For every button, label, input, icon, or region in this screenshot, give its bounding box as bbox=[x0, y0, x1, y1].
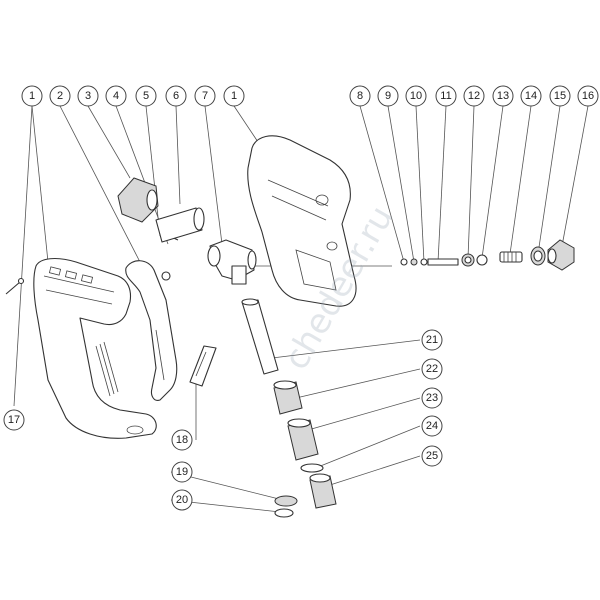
callout-c25: 25 bbox=[421, 445, 443, 467]
callout-label: 12 bbox=[468, 90, 480, 102]
callout-c21: 21 bbox=[421, 329, 443, 351]
trigger-lever bbox=[125, 260, 178, 401]
callout-c20: 20 bbox=[171, 489, 193, 511]
callout-label: 9 bbox=[385, 90, 391, 102]
callout-c10: 10 bbox=[405, 85, 427, 107]
callout-label: 22 bbox=[426, 363, 438, 375]
callout-label: 15 bbox=[554, 90, 566, 102]
callout-label: 3 bbox=[85, 90, 91, 102]
callout-label: 16 bbox=[582, 90, 594, 102]
callout-c19: 19 bbox=[171, 461, 193, 483]
callout-c24: 24 bbox=[421, 415, 443, 437]
callout-label: 17 bbox=[8, 414, 20, 426]
pin-part bbox=[5, 277, 25, 295]
valve-body-part bbox=[207, 239, 257, 285]
callout-c2: 2 bbox=[49, 85, 71, 107]
swivel-part-25 bbox=[309, 473, 337, 509]
callout-label: 10 bbox=[410, 90, 422, 102]
callout-c23: 23 bbox=[421, 387, 443, 409]
callout-c9: 9 bbox=[377, 85, 399, 107]
safety-clip-part bbox=[189, 345, 217, 387]
o-ring-part-20 bbox=[274, 508, 294, 518]
callout-c13: 13 bbox=[492, 85, 514, 107]
callout-c18: 18 bbox=[171, 429, 193, 451]
callout-label: 13 bbox=[497, 90, 509, 102]
callout-c3: 3 bbox=[77, 85, 99, 107]
coupling-part-23 bbox=[287, 418, 319, 461]
callout-label: 5 bbox=[143, 90, 149, 102]
callout-c1b: 1 bbox=[223, 85, 245, 107]
callout-label: 25 bbox=[426, 450, 438, 462]
handle-body-left bbox=[33, 257, 157, 439]
tube-part-6 bbox=[155, 207, 205, 243]
callout-label: 20 bbox=[176, 494, 188, 506]
callout-label: 14 bbox=[525, 90, 537, 102]
callout-c12: 12 bbox=[463, 85, 485, 107]
callout-c8: 8 bbox=[349, 85, 371, 107]
callout-c15: 15 bbox=[549, 85, 571, 107]
callout-label: 19 bbox=[176, 466, 188, 478]
callout-c22: 22 bbox=[421, 358, 443, 380]
small-ring-part bbox=[161, 271, 171, 281]
washer-part-9 bbox=[410, 258, 418, 266]
callout-label: 7 bbox=[202, 90, 208, 102]
callout-label: 18 bbox=[176, 434, 188, 446]
spring-part-14 bbox=[499, 251, 523, 263]
callout-label: 1 bbox=[29, 90, 35, 102]
callout-label: 11 bbox=[440, 90, 451, 102]
rod-part-11 bbox=[427, 258, 459, 266]
nut-part bbox=[117, 177, 159, 223]
callout-c4: 4 bbox=[105, 85, 127, 107]
nut-part-22 bbox=[273, 380, 303, 415]
callout-c7: 7 bbox=[194, 85, 216, 107]
washer-part-10 bbox=[420, 258, 428, 266]
callout-c16: 16 bbox=[577, 85, 599, 107]
callout-c14: 14 bbox=[520, 85, 542, 107]
callout-label: 4 bbox=[113, 90, 119, 102]
callout-label: 24 bbox=[426, 420, 438, 432]
callout-label: 8 bbox=[357, 90, 363, 102]
cap-nut-part-16 bbox=[547, 239, 575, 271]
callout-c17: 17 bbox=[3, 409, 25, 431]
callout-c1a: 1 bbox=[21, 85, 43, 107]
leader-lines bbox=[13, 105, 589, 513]
callout-label: 6 bbox=[173, 90, 179, 102]
callout-label: 2 bbox=[57, 90, 63, 102]
callout-c11: 11 bbox=[435, 85, 457, 107]
callout-label: 23 bbox=[426, 392, 438, 404]
ring-part-13 bbox=[476, 254, 488, 266]
o-ring-part-19 bbox=[274, 495, 298, 507]
washer-part-8 bbox=[400, 258, 408, 266]
o-ring-part-24 bbox=[300, 463, 324, 473]
ring-part-12 bbox=[461, 253, 475, 267]
handle-body-right bbox=[247, 135, 357, 307]
seal-part-15 bbox=[530, 246, 546, 266]
callout-c6: 6 bbox=[165, 85, 187, 107]
callout-label: 21 bbox=[426, 334, 438, 346]
callout-label: 1 bbox=[231, 90, 237, 102]
extension-tube-part-21 bbox=[241, 298, 279, 375]
callout-c5: 5 bbox=[135, 85, 157, 107]
